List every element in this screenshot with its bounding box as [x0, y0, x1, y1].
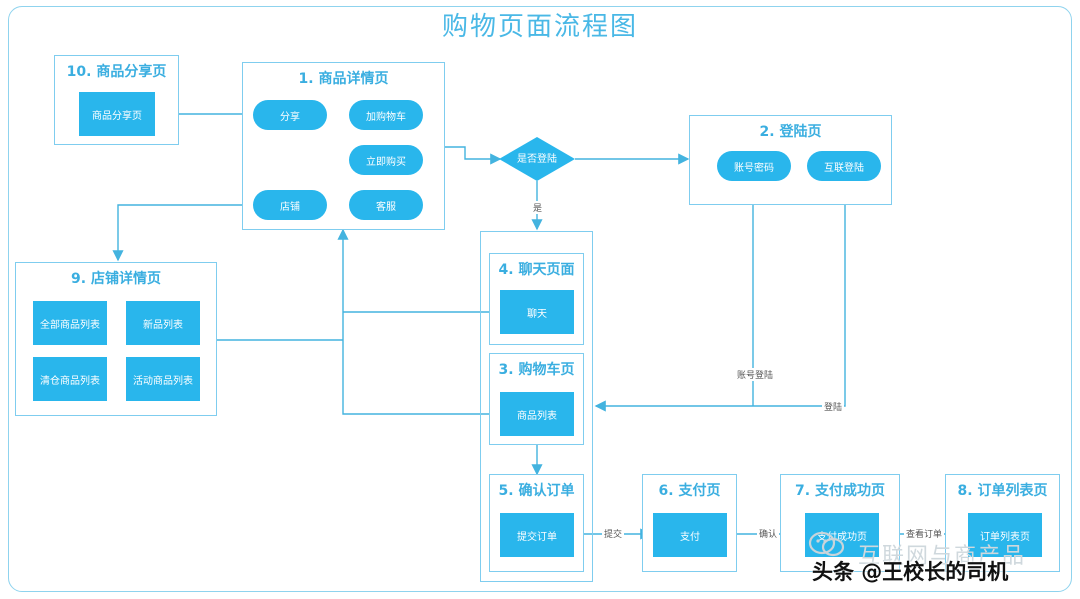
chat-block[interactable]: 聊天 — [500, 290, 574, 334]
panel-cart-title: 3. 购物车页 — [498, 362, 575, 378]
edge-label-yes: 是 — [531, 201, 545, 214]
edge-label-confirm: 确认 — [757, 527, 780, 540]
panel-success-title: 7. 支付成功页 — [795, 483, 885, 499]
panel-confirm-order: 5. 确认订单 提交订单 — [489, 474, 584, 572]
share-button[interactable]: 分享 — [253, 100, 327, 130]
watermark-author: 头条 @王校长的司机 — [812, 560, 1009, 584]
edge-label-login: 登陆 — [822, 400, 845, 413]
decision-label: 是否登陆 — [517, 154, 557, 165]
account-password-button[interactable]: 账号密码 — [717, 151, 791, 181]
panel-shop-detail: 9. 店铺详情页 全部商品列表 新品列表 清仓商品列表 活动商品列表 — [15, 262, 217, 416]
decision-diamond — [499, 137, 575, 181]
panel-login: 2. 登陆页 账号密码 互联登陆 — [689, 115, 892, 205]
customer-service-button[interactable]: 客服 — [349, 190, 423, 220]
panel-orders-title: 8. 订单列表页 — [957, 483, 1048, 499]
panel-payment: 6. 支付页 支付 — [642, 474, 737, 572]
edge-detail-decision — [444, 146, 502, 165]
outer-frame — [8, 6, 1072, 592]
edge-label-view-order: 查看订单 — [904, 527, 945, 540]
cart-product-list-block[interactable]: 商品列表 — [500, 392, 574, 436]
panel-chat-title: 4. 聊天页面 — [498, 262, 575, 278]
wechat-logo-icon — [808, 531, 845, 557]
panel-share-page: 10. 商品分享页 商品分享页 — [54, 55, 179, 145]
panel-cart: 3. 购物车页 商品列表 — [489, 353, 584, 445]
submit-order-block[interactable]: 提交订单 — [500, 513, 574, 557]
panel-payment-success: 7. 支付成功页 支付成功页 — [780, 474, 900, 572]
panel-detail-title: 1. 商品详情页 — [298, 71, 389, 87]
edge-label-submit: 提交 — [602, 527, 625, 540]
edge-union-login — [594, 180, 846, 412]
panel-share-title: 10. 商品分享页 — [66, 64, 167, 80]
pay-block[interactable]: 支付 — [653, 513, 727, 557]
order-list-block[interactable]: 订单列表页 — [968, 513, 1042, 557]
promo-products-block[interactable]: 活动商品列表 — [126, 357, 200, 401]
center-column-group — [480, 231, 593, 582]
panel-shop-title: 9. 店铺详情页 — [71, 271, 161, 287]
union-login-button[interactable]: 互联登陆 — [807, 151, 881, 181]
panel-payment-title: 6. 支付页 — [658, 483, 721, 499]
panel-product-detail: 1. 商品详情页 分享 加购物车 立即购买 店铺 客服 — [242, 62, 445, 230]
panel-login-title: 2. 登陆页 — [759, 124, 822, 140]
panel-chat: 4. 聊天页面 聊天 — [489, 253, 584, 345]
new-products-block[interactable]: 新品列表 — [126, 301, 200, 345]
buy-now-button[interactable]: 立即购买 — [349, 145, 423, 175]
edge-label-account-login: 账号登陆 — [735, 368, 776, 381]
edge-cart-back — [337, 228, 500, 415]
add-to-cart-button[interactable]: 加购物车 — [349, 100, 423, 130]
diagram-title: 购物页面流程图 — [441, 12, 638, 42]
watermark-account: 互联网与商产品 — [858, 544, 1027, 569]
panel-confirm-title: 5. 确认订单 — [498, 483, 575, 499]
clearance-products-block[interactable]: 清仓商品列表 — [33, 357, 107, 401]
edge-shop — [112, 204, 252, 262]
panel-order-list: 8. 订单列表页 订单列表页 — [945, 474, 1060, 572]
share-page-block[interactable]: 商品分享页 — [79, 92, 155, 136]
shop-button[interactable]: 店铺 — [253, 190, 327, 220]
all-products-block[interactable]: 全部商品列表 — [33, 301, 107, 345]
